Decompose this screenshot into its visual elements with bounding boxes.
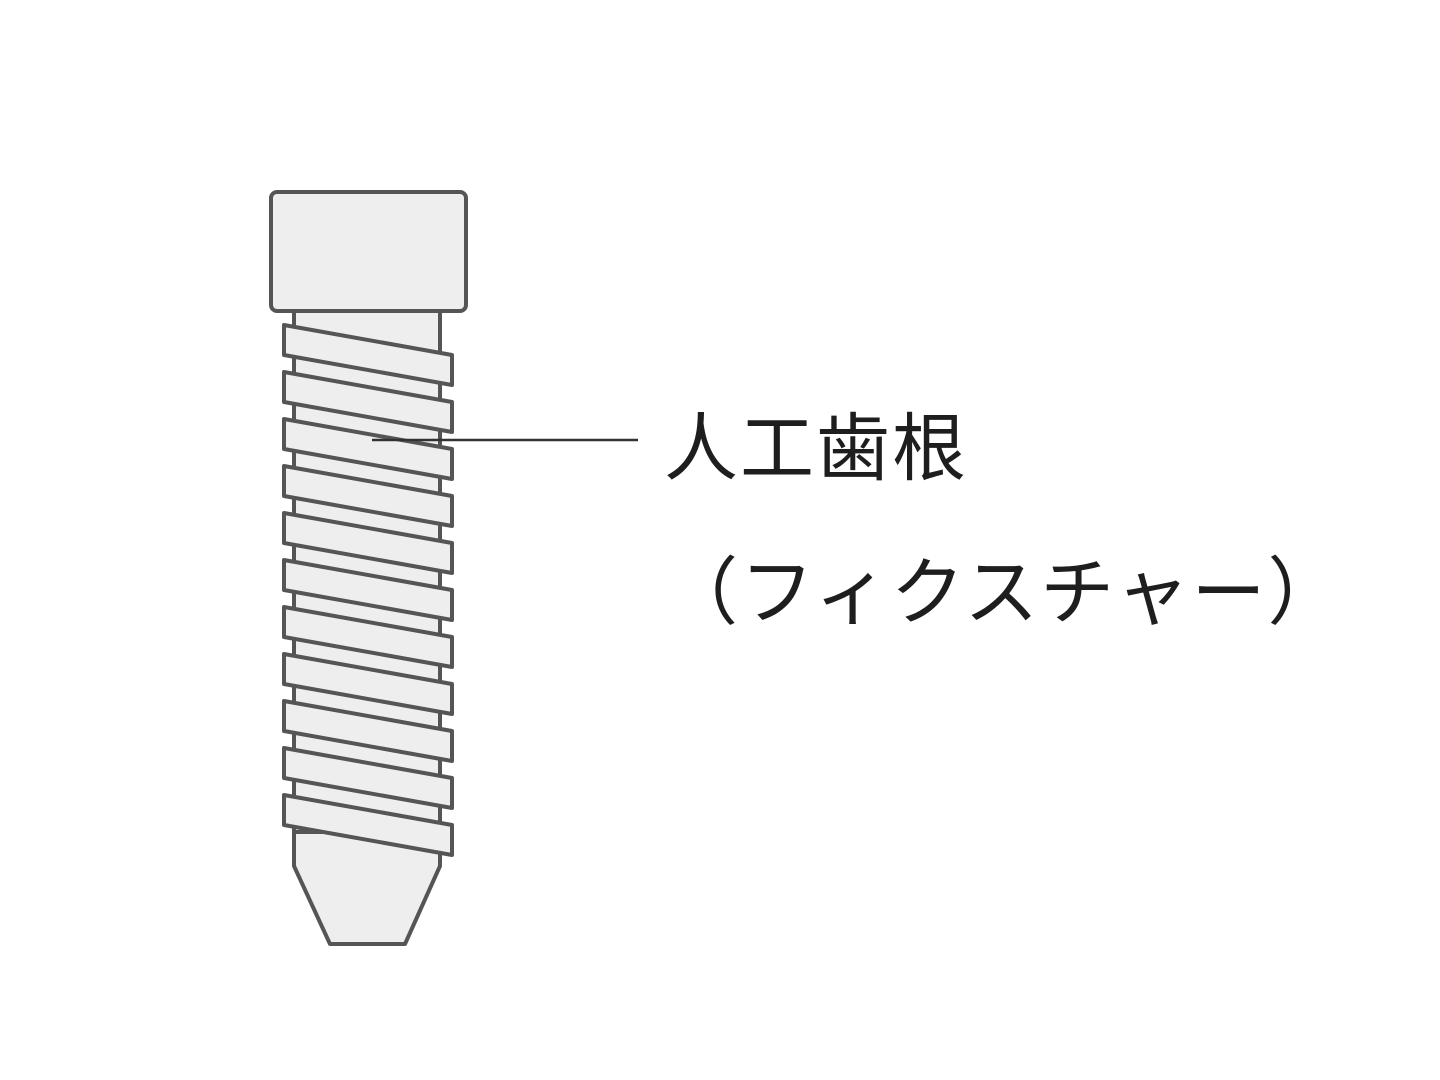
thread-ridge [282,558,454,622]
implant-threads [282,323,454,857]
thread-ridge [282,793,454,857]
thread-ridge [282,746,454,810]
thread-ridge [282,699,454,763]
thread-ridge [282,464,454,528]
thread-ridge [282,652,454,716]
thread-ridge [282,370,454,434]
thread-ridge [282,605,454,669]
implant-label: 人工歯根 [664,406,968,492]
thread-ridge [282,323,454,387]
thread-ridge [282,511,454,575]
implant-head [269,190,468,313]
implant-sublabel: （フィクスチャー） [664,550,1344,636]
